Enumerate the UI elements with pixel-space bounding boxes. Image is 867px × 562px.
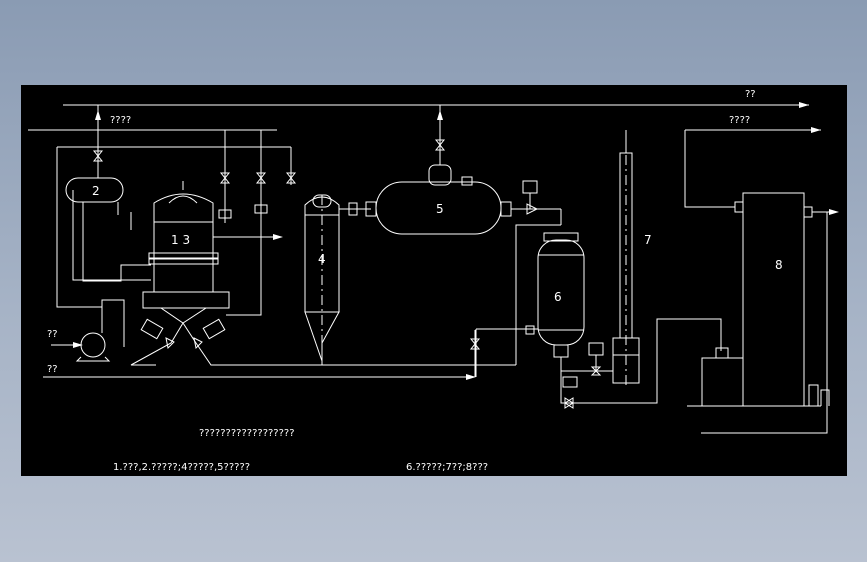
drawing-canvas: ?? ???? ???? 2 (21, 85, 847, 476)
vessel-5 (365, 105, 562, 235)
evaporator-1-3 (142, 181, 283, 324)
valve-actuator-icon (218, 204, 268, 219)
label-column-7: 7 (644, 233, 652, 247)
flow-arrow-icon (799, 102, 821, 133)
bottom-feed-line (43, 330, 476, 380)
label-vessel-2: 2 (92, 184, 100, 198)
label-second-right: ???? (729, 115, 750, 126)
label-separator-4: 4 (318, 252, 326, 266)
caption-title: ?????????????????? (199, 428, 295, 439)
label-vessel-5: 5 (436, 202, 444, 216)
label-bottom-inlet: ?? (47, 364, 58, 375)
legend-left: 1.???,2.?????;4?????,5????? (113, 462, 250, 473)
vessel-6 (469, 224, 722, 409)
label-evaporator-1-3: 1 3 (171, 233, 190, 247)
label-vessel-6: 6 (554, 290, 562, 304)
left-piping (56, 130, 292, 316)
tank-8 (684, 130, 839, 434)
label-top-left: ???? (110, 115, 131, 126)
main-header-pipes (28, 104, 821, 131)
vessel-2 (65, 105, 124, 215)
pump-icon (51, 299, 125, 362)
separator-4 (304, 194, 371, 365)
discharge-valves (130, 318, 516, 366)
label-top-right: ?? (745, 89, 756, 100)
column-7 (596, 130, 640, 385)
valve-icon (219, 172, 297, 184)
legend-right: 6.?????;7??;8??? (406, 462, 488, 473)
label-pump-inlet: ?? (47, 329, 58, 340)
label-tank-8: 8 (775, 258, 783, 272)
